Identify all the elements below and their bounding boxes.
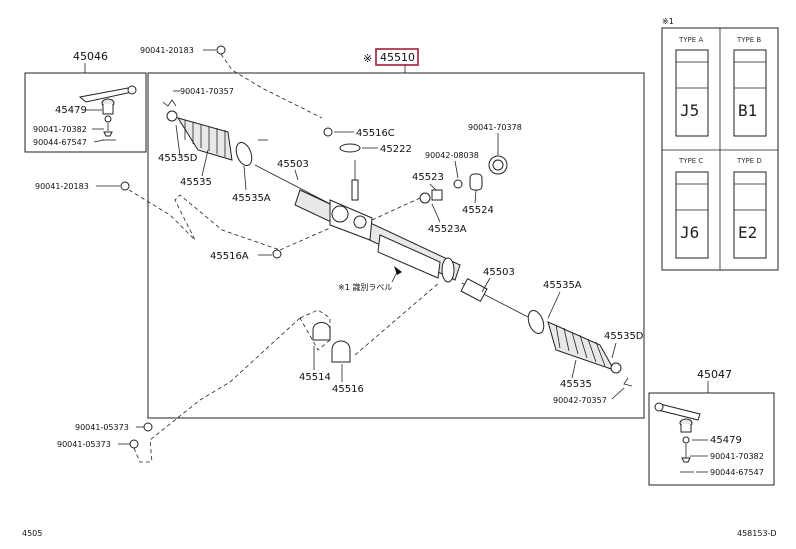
footer-right-code: 458153-D	[737, 529, 777, 538]
right-boot	[547, 321, 616, 371]
type-b-title: TYPE B	[736, 36, 761, 44]
left-boot-clamp	[235, 141, 253, 167]
main-assembly-number[interactable]: 45510	[380, 51, 415, 64]
footer-left-code: 4505	[22, 529, 42, 538]
main-assembly-mark: ※	[363, 52, 372, 65]
main-assembly-highlight[interactable]	[375, 48, 419, 66]
label-90041-05373-b[interactable]: 90041-05373	[57, 440, 111, 449]
label-45524[interactable]: 45524	[462, 205, 494, 216]
label-45503-top[interactable]: 45503	[277, 159, 309, 170]
label-45516C[interactable]: 45516C	[356, 128, 395, 139]
label-45535A-right[interactable]: 45535A	[543, 280, 582, 291]
label-90041-70382-right[interactable]: 90041-70382	[710, 452, 764, 461]
bolt-icon-bottom-b	[129, 439, 139, 449]
label-90044-67547-left[interactable]: 90044-67547	[33, 138, 87, 147]
spring-icon	[431, 189, 443, 201]
label-45535-right[interactable]: 45535	[560, 379, 592, 390]
bracket-45516	[331, 340, 351, 363]
type-c-label	[675, 171, 709, 259]
main-assembly-frame	[147, 72, 645, 419]
spring-cap-icon	[469, 173, 483, 191]
label-45479-right[interactable]: 45479	[710, 435, 742, 446]
left-boot	[176, 117, 233, 161]
bolt-icon	[216, 45, 226, 55]
label-45535A-left[interactable]: 45535A	[232, 193, 271, 204]
type-d-label	[733, 171, 767, 259]
washer-icon	[453, 179, 463, 189]
label-90041-70382-left[interactable]: 90041-70382	[33, 125, 87, 134]
label-90042-70357[interactable]: 90042-70357	[553, 396, 607, 405]
right-clamp-ring-icon	[610, 362, 622, 374]
clamp-ring-icon	[166, 110, 178, 122]
type-b-label	[733, 49, 767, 137]
callout-45046[interactable]: 45046	[73, 50, 108, 63]
right-tie-rod-end-arm	[657, 403, 701, 421]
types-mark: ※1	[662, 17, 674, 26]
clip-icon	[162, 99, 177, 107]
bolt-icon-mid	[120, 181, 130, 191]
type-b-code: B1	[738, 101, 757, 120]
type-a-label	[675, 49, 709, 137]
label-90041-70378[interactable]: 90041-70378	[468, 123, 522, 132]
type-d-title: TYPE D	[736, 157, 762, 165]
right-boot-clamp	[527, 309, 545, 335]
label-45516[interactable]: 45516	[332, 384, 364, 395]
bolt-icon-bottom-a	[143, 422, 153, 432]
label-45535-left[interactable]: 45535	[180, 177, 212, 188]
steering-rack-housing	[294, 179, 461, 283]
label-45535D-right[interactable]: 45535D	[604, 331, 644, 342]
label-90042-08038[interactable]: 90042-08038	[425, 151, 479, 160]
type-a-code: J5	[680, 101, 699, 120]
bracket-45514	[312, 322, 331, 341]
nut-icon-mid	[272, 249, 282, 259]
label-45516A[interactable]: 45516A	[210, 251, 249, 262]
left-tie-rod-frame	[24, 72, 147, 153]
callout-45047[interactable]: 45047	[697, 368, 732, 381]
type-d-code: E2	[738, 223, 757, 242]
label-id-note[interactable]: ※1 識別ラベル	[338, 282, 392, 292]
label-90044-67547-right[interactable]: 90044-67547	[710, 468, 764, 477]
label-45222[interactable]: 45222	[380, 144, 412, 155]
label-90041-05373-a[interactable]: 90041-05373	[75, 423, 129, 432]
label-45523A[interactable]: 45523A	[428, 224, 467, 235]
label-45523[interactable]: 45523	[412, 172, 444, 183]
label-45535D-left[interactable]: 45535D	[158, 153, 198, 164]
nut-icon	[323, 127, 333, 137]
label-45479-left[interactable]: 45479	[55, 105, 87, 116]
type-c-title: TYPE C	[678, 157, 703, 165]
label-45514[interactable]: 45514	[299, 372, 331, 383]
label-45503-mid[interactable]: 45503	[483, 267, 515, 278]
label-90041-70357-left[interactable]: 90041-70357	[180, 87, 234, 96]
dust-seal-icon	[339, 143, 361, 153]
type-c-code: J6	[680, 223, 699, 242]
rack-guide-icon	[419, 192, 431, 204]
type-a-title: TYPE A	[678, 36, 703, 44]
label-90041-20183-top[interactable]: 90041-20183	[140, 46, 194, 55]
right-tie-rod-frame	[648, 392, 775, 486]
label-90041-20183-mid[interactable]: 90041-20183	[35, 182, 89, 191]
